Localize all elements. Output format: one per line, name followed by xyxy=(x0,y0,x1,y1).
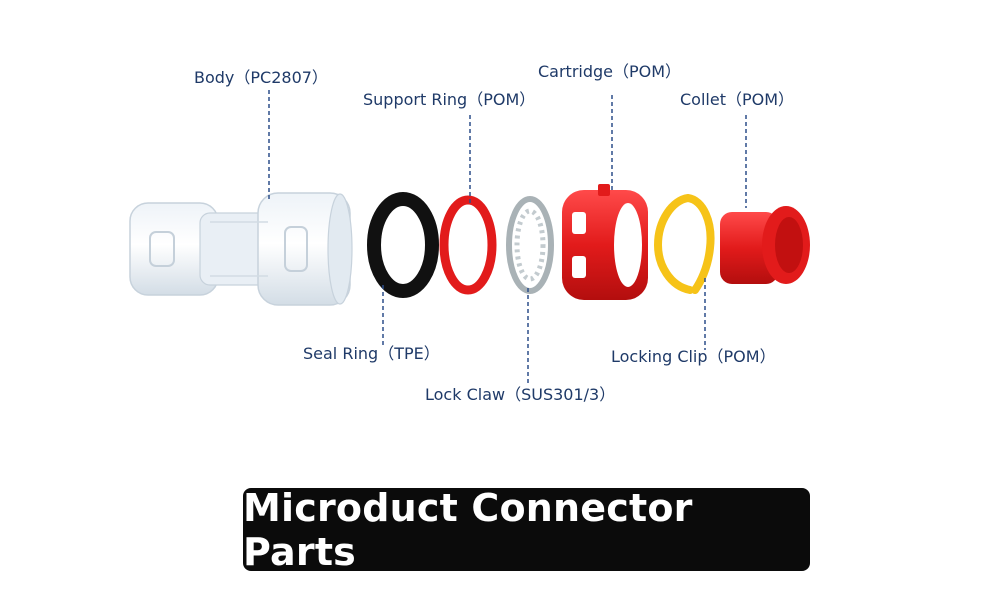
seal-ring-label: Seal Ring（TPE） xyxy=(303,344,440,363)
lock-claw-label: Lock Claw（SUS301/3） xyxy=(425,385,616,404)
collet-label: Collet（POM） xyxy=(680,90,795,109)
body-label: Body（PC2807） xyxy=(194,68,328,87)
cartridge-part xyxy=(562,184,648,300)
body-part xyxy=(129,192,353,306)
cartridge-label: Cartridge（POM） xyxy=(538,62,682,81)
lock-claw-part xyxy=(506,196,554,294)
support-ring-label: Support Ring（POM） xyxy=(363,90,536,109)
collet-part xyxy=(720,206,810,284)
support-ring-part xyxy=(439,195,497,295)
page-title: Microduct Connector Parts xyxy=(243,485,693,574)
title-banner: Microduct Connector Parts xyxy=(243,485,810,574)
seal-ring-part xyxy=(367,192,439,298)
locking-clip-part xyxy=(653,193,715,294)
locking-clip-label: Locking Clip（POM） xyxy=(611,347,776,366)
